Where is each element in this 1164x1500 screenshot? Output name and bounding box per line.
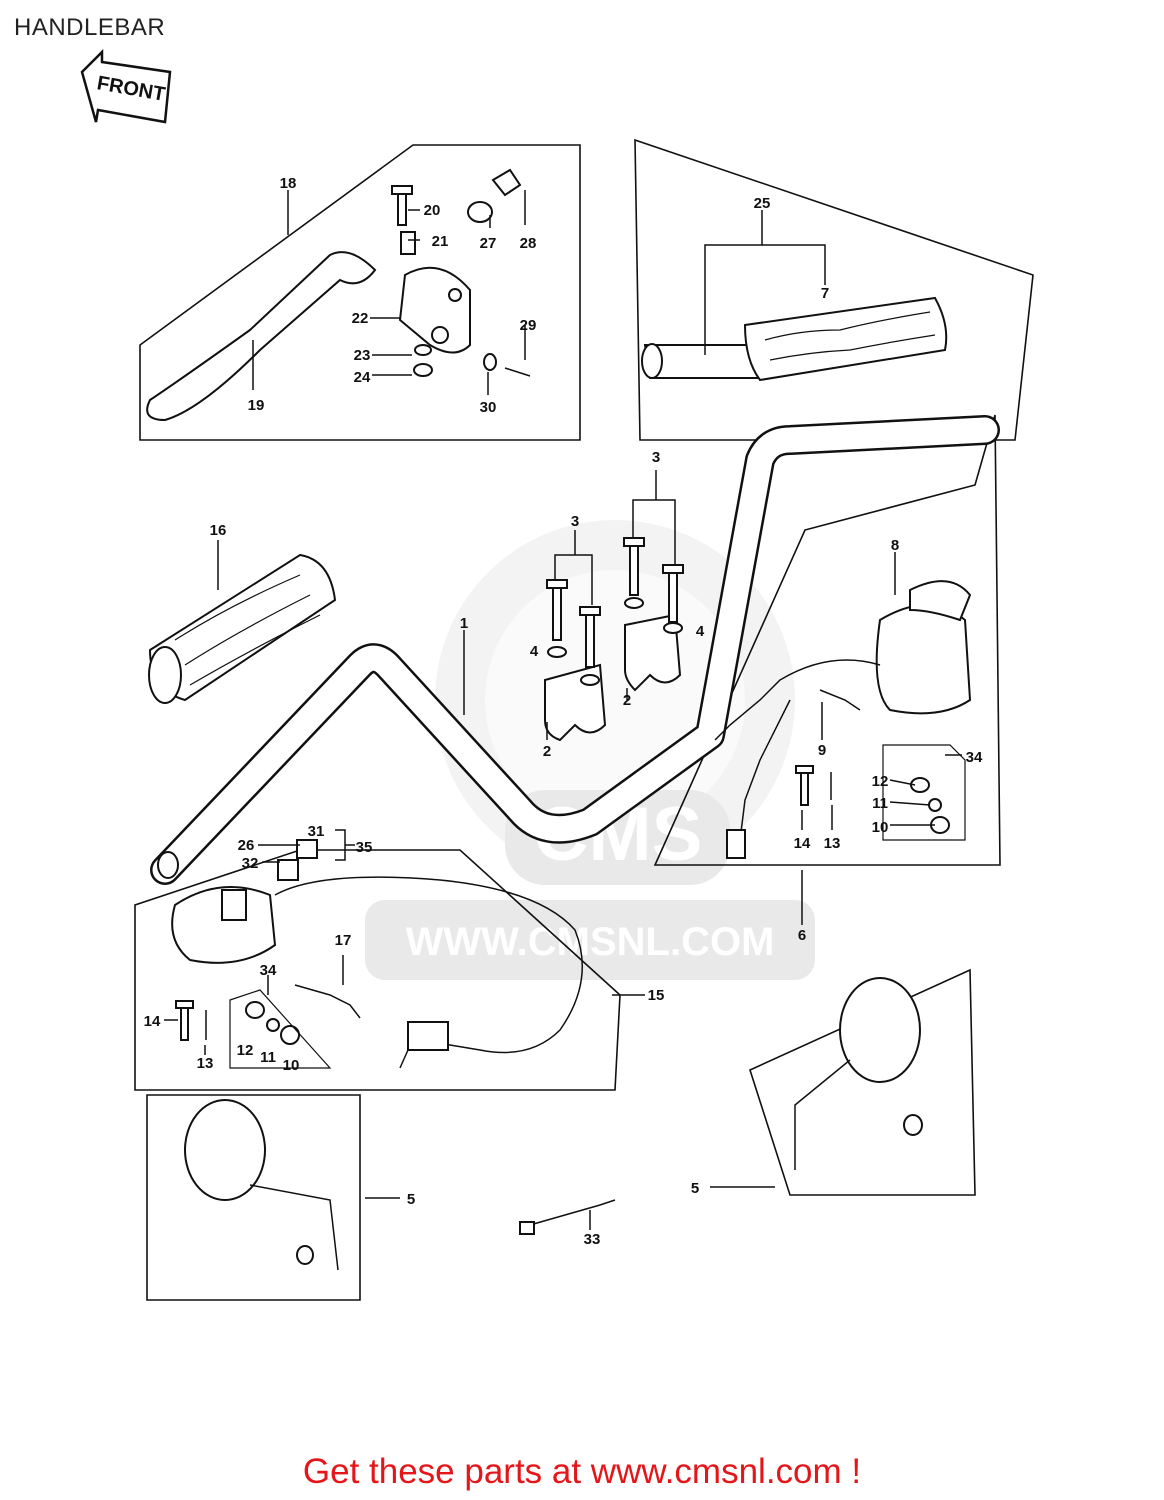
callout-1: 1 xyxy=(460,615,468,632)
callout-8: 8 xyxy=(891,537,899,554)
callout-27: 27 xyxy=(480,235,497,252)
callout-33: 33 xyxy=(584,1231,601,1248)
callout-34a: 34 xyxy=(966,749,983,766)
left-mirror-panel xyxy=(146,1094,361,1301)
callout-32: 32 xyxy=(242,855,259,872)
callout-6: 6 xyxy=(798,927,806,944)
front-arrow-icon: FRONT xyxy=(80,48,172,124)
leader-lines xyxy=(164,190,962,1230)
lever-panel xyxy=(139,144,581,441)
callout-11b: 11 xyxy=(260,1049,276,1066)
callout-16: 16 xyxy=(210,522,227,539)
right-switch-part xyxy=(714,580,972,859)
callout-35: 35 xyxy=(356,839,373,856)
grip-panel xyxy=(634,138,1034,441)
callout-3a: 3 xyxy=(652,449,660,466)
callout-26: 26 xyxy=(238,837,255,854)
handlebar-part xyxy=(150,415,1000,885)
callout-21: 21 xyxy=(432,233,449,250)
callout-7: 7 xyxy=(821,285,829,302)
callout-19: 19 xyxy=(248,397,265,414)
callout-34b: 34 xyxy=(260,962,277,979)
callout-24: 24 xyxy=(354,369,371,386)
callout-4b: 4 xyxy=(696,623,705,640)
callout-12a: 12 xyxy=(872,773,889,790)
callout-11a: 11 xyxy=(872,795,888,812)
callout-9: 9 xyxy=(818,742,826,759)
callout-28: 28 xyxy=(520,235,537,252)
callout-25: 25 xyxy=(754,195,771,212)
left-switch-panel xyxy=(134,849,621,1091)
callout-4a: 4 xyxy=(530,643,539,660)
callout-5a: 5 xyxy=(407,1191,415,1208)
watermark-url: WWW.CMSNL.COM xyxy=(406,920,775,964)
callout-30: 30 xyxy=(480,399,497,416)
callout-15: 15 xyxy=(648,987,665,1004)
callout-10b: 10 xyxy=(283,1057,300,1074)
callout-2a: 2 xyxy=(543,743,551,760)
callout-13a: 13 xyxy=(824,835,841,852)
left-grip-part xyxy=(148,553,337,704)
clutch-lever-part xyxy=(146,251,377,422)
callout-20: 20 xyxy=(424,202,441,219)
callout-22: 22 xyxy=(352,310,369,327)
callout-14a: 14 xyxy=(794,835,811,852)
callout-labels: 18 20 21 27 28 22 29 23 24 19 30 25 7 3 … xyxy=(144,175,983,1248)
clamp-parts xyxy=(544,537,684,742)
page-title: HANDLEBAR xyxy=(14,14,166,41)
left-switch-small-parts xyxy=(175,989,332,1069)
callout-3b: 3 xyxy=(571,513,579,530)
callout-5b: 5 xyxy=(691,1180,699,1197)
callout-12b: 12 xyxy=(237,1042,254,1059)
right-grip-part xyxy=(641,296,948,382)
small-lever-parts xyxy=(391,168,531,377)
callout-14b: 14 xyxy=(144,1013,161,1030)
callout-2b: 2 xyxy=(623,692,631,709)
footer-link[interactable]: Get these parts at www.cmsnl.com ! xyxy=(302,1452,862,1491)
callout-29: 29 xyxy=(520,317,537,334)
wire-part-33 xyxy=(519,1199,616,1235)
right-mirror-part xyxy=(794,977,923,1170)
callout-18: 18 xyxy=(280,175,297,192)
callout-31: 31 xyxy=(308,823,325,840)
callout-13b: 13 xyxy=(197,1055,214,1072)
callout-10a: 10 xyxy=(872,819,889,836)
right-switch-small-parts xyxy=(795,744,966,841)
watermark: CMS WWW.CMSNL.COM xyxy=(365,520,815,980)
callout-23: 23 xyxy=(354,347,371,364)
left-mirror-part xyxy=(184,1099,339,1271)
left-switch-part xyxy=(171,839,584,1069)
callout-17: 17 xyxy=(335,932,352,949)
lever-holder-part xyxy=(398,266,471,354)
